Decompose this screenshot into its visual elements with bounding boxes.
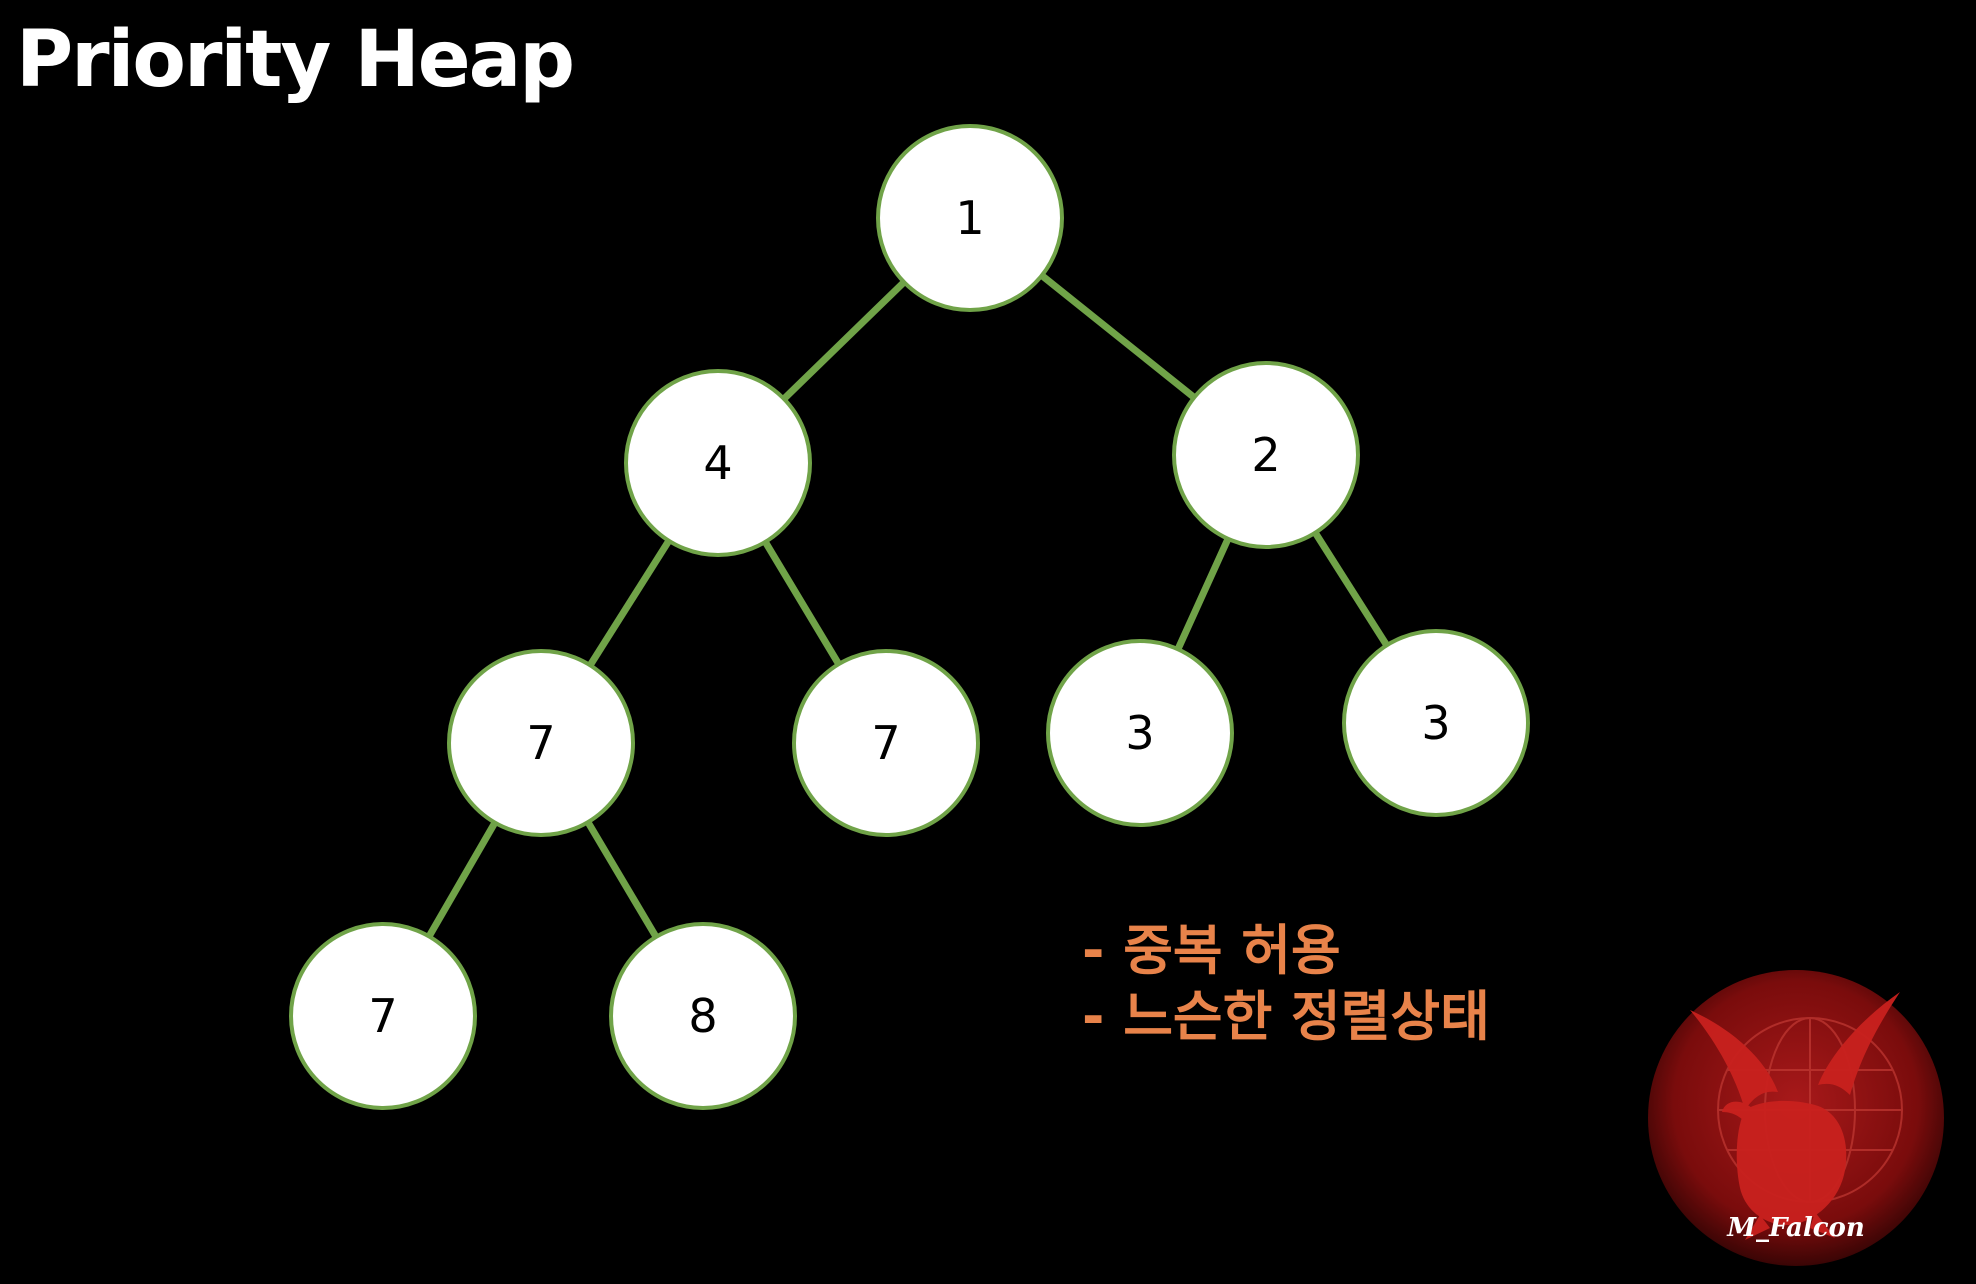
heap-node: 4 — [626, 371, 810, 555]
notes-list: - 중복 허용 - 느슨한 정렬상태 — [1082, 918, 1490, 1050]
heap-node: 8 — [611, 924, 795, 1108]
tree-edge — [590, 541, 669, 665]
heap-node: 7 — [449, 651, 633, 835]
heap-node-value: 3 — [1421, 696, 1450, 750]
heap-node: 2 — [1174, 363, 1358, 547]
heap-node-value: 3 — [1125, 706, 1154, 760]
heap-node-value: 4 — [703, 436, 732, 490]
tree-edge — [429, 823, 495, 937]
tree-edge — [765, 542, 838, 664]
heap-node-value: 7 — [368, 989, 397, 1043]
heap-node: 3 — [1344, 631, 1528, 815]
logo-badge: M_Falcon — [1648, 970, 1944, 1266]
tree-edge — [1178, 539, 1228, 649]
note-duplicates-allowed: - 중복 허용 — [1082, 918, 1490, 984]
note-loose-ordering: - 느슨한 정렬상태 — [1082, 984, 1490, 1050]
heap-node-value: 7 — [526, 716, 555, 770]
heap-node: 3 — [1048, 641, 1232, 825]
heap-node-value: 7 — [871, 716, 900, 770]
tree-edge — [1042, 276, 1194, 398]
heap-node: 7 — [291, 924, 475, 1108]
heap-node-value: 2 — [1251, 428, 1280, 482]
tree-edge — [784, 282, 904, 399]
heap-node: 7 — [794, 651, 978, 835]
heap-node-value: 1 — [955, 191, 984, 245]
tree-edge — [588, 822, 656, 937]
tree-edge — [1315, 533, 1386, 646]
heap-node: 1 — [878, 126, 1062, 310]
heap-node-value: 8 — [688, 989, 717, 1043]
logo-text: M_Falcon — [1726, 1213, 1865, 1243]
